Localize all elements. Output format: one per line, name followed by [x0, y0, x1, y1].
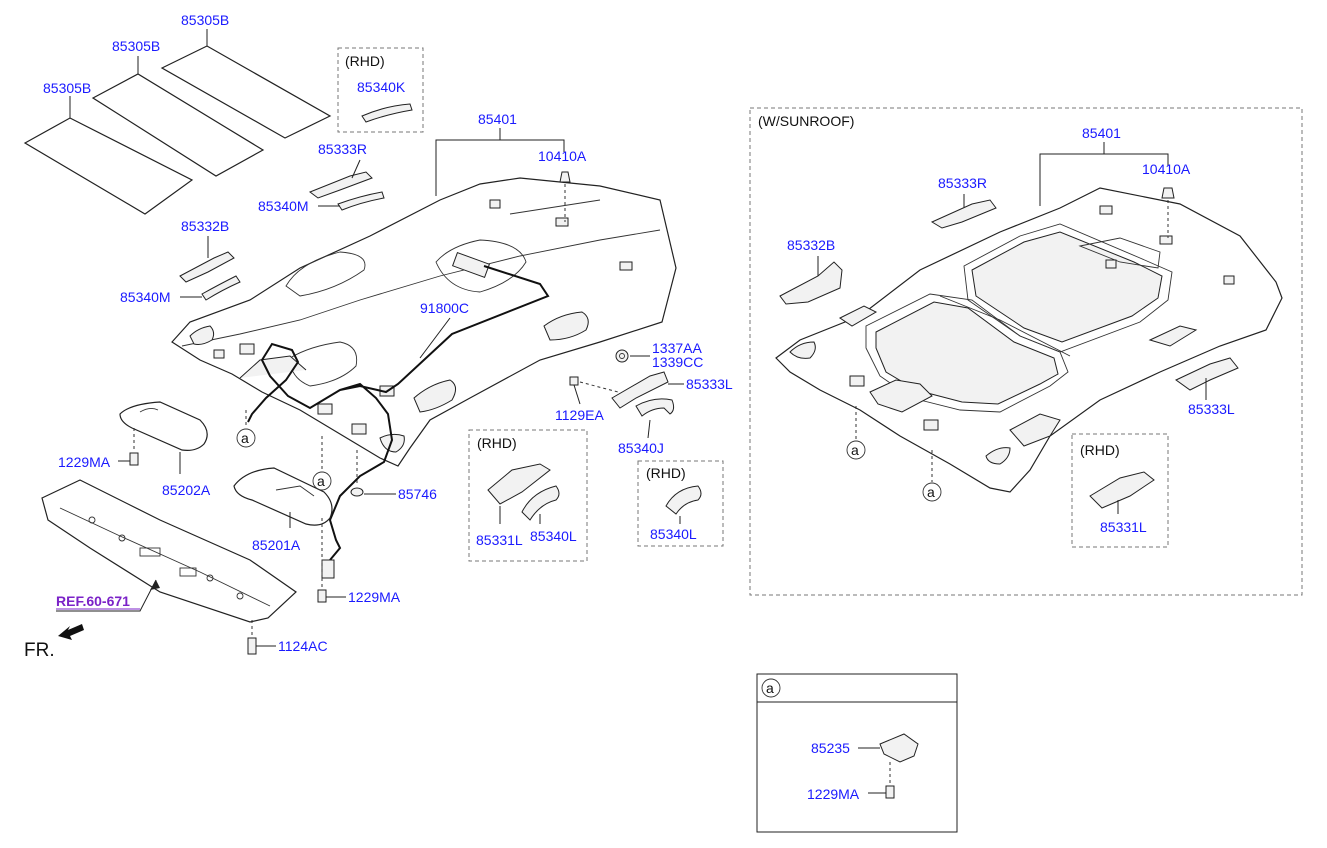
bracket-85331l-sunroof — [1089, 471, 1155, 509]
callout-a-mid-text: a — [317, 473, 325, 489]
label-10410a-sunroof: 10410A — [1142, 161, 1191, 177]
ref-arrow-head — [150, 580, 160, 590]
label-fr: FR. — [24, 640, 55, 661]
clip-10410a — [559, 171, 571, 183]
label-85305b-rear: 85305B — [181, 12, 229, 28]
front-direction-arrow-icon — [58, 624, 84, 640]
label-85333r-sunroof: 85333R — [938, 175, 987, 191]
roof-pad-rear — [160, 45, 332, 139]
callout-a-sunroof-2 — [922, 482, 942, 502]
label-1229ma-detail: 1229MA — [807, 786, 860, 802]
clip-85235 — [879, 733, 919, 763]
grip-handle-85340l — [665, 485, 702, 515]
bracket-85333l-sunroof — [1175, 357, 1239, 391]
roof-pad-middle — [91, 73, 265, 177]
label-85401-sunroof: 85401 — [1082, 125, 1121, 141]
label-85305b-middle: 85305B — [112, 38, 160, 54]
callout-a-mid — [312, 471, 332, 491]
label-85331l-rhd: 85331L — [476, 532, 523, 548]
label-10410a: 10410A — [538, 148, 587, 164]
label-rhd-1: (RHD) — [345, 53, 385, 69]
front-header-rail — [41, 479, 297, 623]
nut-1337aa — [615, 349, 629, 363]
label-85401: 85401 — [478, 111, 517, 127]
label-85340l-rhd: 85340L — [530, 528, 577, 544]
callout-a-sunroof-1-text: a — [851, 442, 859, 458]
label-85202a: 85202A — [162, 482, 211, 498]
bolt-1129ea — [569, 376, 581, 405]
label-1339cc: 1339CC — [652, 354, 703, 370]
label-1129ea: 1129EA — [555, 407, 604, 423]
label-1229ma-left: 1229MA — [58, 454, 111, 470]
ref-link-60-671[interactable]: REF.60-671 — [56, 593, 130, 609]
label-85332b: 85332B — [181, 218, 229, 234]
label-85332b-sunroof: 85332B — [787, 237, 835, 253]
roof-pad-front — [23, 117, 194, 215]
sun-visor-85202a — [119, 401, 208, 451]
headlining-85401 — [171, 177, 677, 467]
callout-a-sunroof-1 — [846, 440, 866, 460]
label-85305b-front: 85305B — [43, 80, 91, 96]
screw-1124ac — [247, 637, 257, 655]
bracket-85332b-sunroof — [779, 261, 843, 305]
label-85340j: 85340J — [618, 440, 664, 456]
clip-85746 — [350, 487, 364, 497]
label-1229ma-mid: 1229MA — [348, 589, 401, 605]
label-85333r: 85333R — [318, 141, 367, 157]
detail-a-text: a — [766, 680, 774, 696]
grip-handle-85340l-rhd — [521, 485, 560, 521]
label-85235: 85235 — [811, 740, 850, 756]
grip-handle-85340j — [635, 398, 675, 417]
bracket-85333r-sunroof — [930, 199, 997, 229]
detail-box-a: a — [756, 673, 958, 833]
screw-1229ma-mid — [317, 589, 327, 603]
grip-handle-85340m-upper — [337, 191, 385, 211]
wiring-harness-91800c — [247, 265, 550, 561]
bracket-85333r — [308, 171, 373, 199]
label-sunroof: (W/SUNROOF) — [758, 113, 854, 129]
grip-handle-85340m-lower — [201, 275, 241, 301]
label-rhd-2: (RHD) — [477, 435, 517, 451]
label-85340l: 85340L — [650, 526, 697, 542]
sunroof-variant-box — [749, 107, 1303, 596]
bracket-85331l — [487, 463, 551, 505]
bracket-85332b — [179, 251, 235, 283]
label-85746: 85746 — [398, 486, 437, 502]
label-85340k: 85340K — [357, 79, 406, 95]
label-85201a: 85201A — [252, 537, 301, 553]
rhd-box-85340k — [337, 47, 424, 133]
label-85333l-sunroof: 85333L — [1188, 401, 1235, 417]
label-1337aa: 1337AA — [652, 340, 702, 356]
rhd-box-85340l — [637, 460, 724, 547]
label-85340m-upper: 85340M — [258, 198, 309, 214]
grip-handle-85340k — [361, 103, 413, 123]
callout-a-left — [236, 428, 256, 448]
callout-a-sunroof-2-text: a — [927, 484, 935, 500]
bracket-85333l — [611, 371, 669, 409]
label-85340m-lower: 85340M — [120, 289, 171, 305]
rhd-box-85331l — [468, 429, 588, 562]
label-85331l-sunroof: 85331L — [1100, 519, 1147, 535]
sun-visor-85201a — [233, 467, 333, 526]
clip-10410a-sunroof — [1161, 187, 1175, 199]
screw-1229ma-left — [129, 452, 139, 466]
headlining-85401-sunroof — [775, 187, 1283, 493]
label-rhd-3: (RHD) — [646, 465, 686, 481]
label-rhd-4: (RHD) — [1080, 442, 1120, 458]
screw-1229ma-detail — [885, 785, 895, 799]
harness-connector — [321, 559, 335, 579]
label-85333l: 85333L — [686, 376, 733, 392]
callout-a-left-text: a — [241, 430, 249, 446]
label-1124ac: 1124AC — [278, 638, 328, 654]
label-91800c: 91800C — [420, 300, 469, 316]
